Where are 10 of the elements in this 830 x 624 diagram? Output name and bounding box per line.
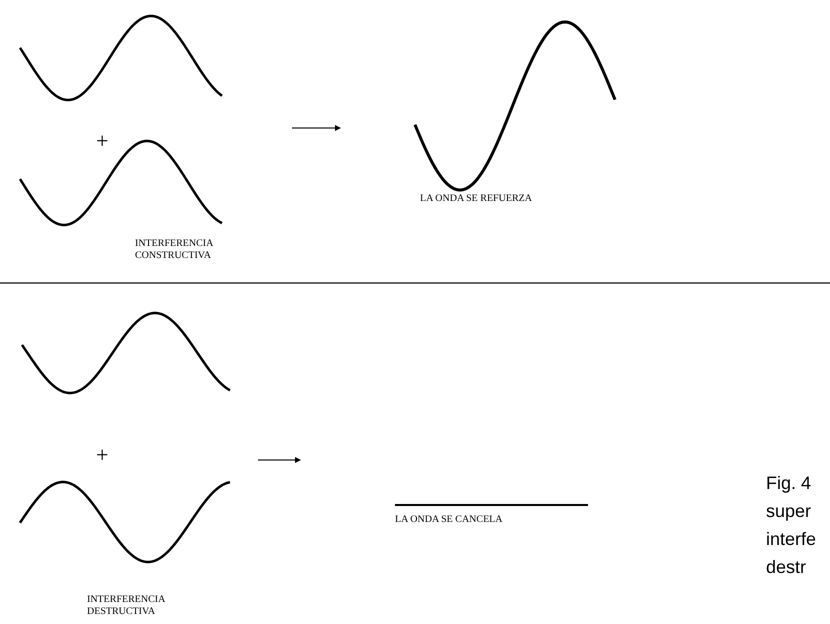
plus-sign: + (96, 444, 108, 466)
figure-caption: Fig. 4 (766, 472, 812, 495)
figure-caption: interfe (766, 528, 816, 551)
result-caption: LA ONDA SE REFUERZA (420, 193, 532, 205)
wave-caption: INTERFERENCIA CONSTRUCTIVA (135, 238, 214, 262)
figure-caption: destr (766, 556, 806, 579)
wave-caption: INTERFERENCIA DESTRUCTIVA (87, 594, 166, 618)
plus-sign: + (96, 130, 108, 152)
figure-caption: super (766, 500, 812, 523)
result-caption: LA ONDA SE CANCELA (395, 514, 503, 526)
